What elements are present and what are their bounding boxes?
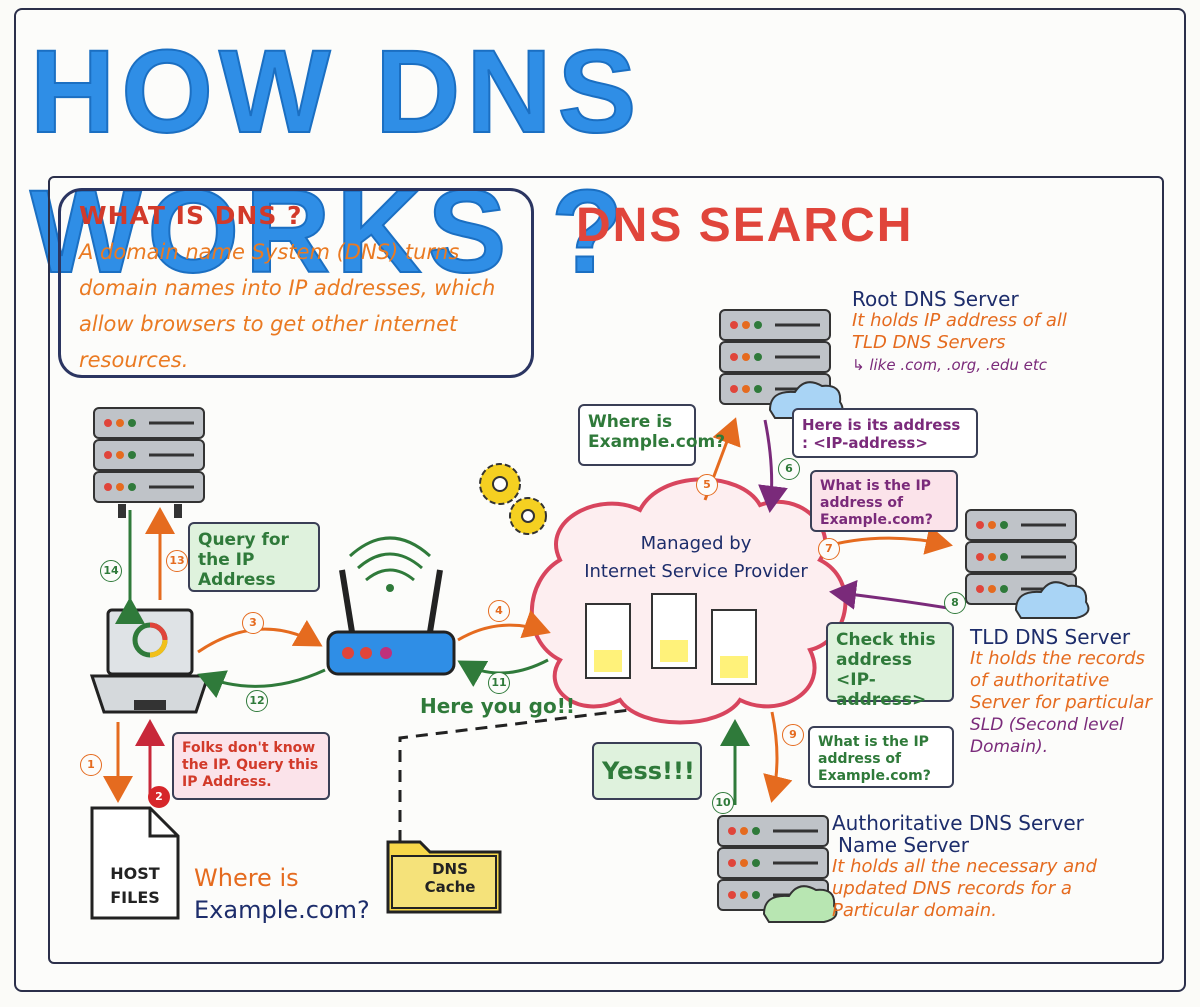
auth-server-label: Authoritative DNS Server Name Server It … (832, 812, 1132, 922)
laptop-icon (89, 608, 211, 714)
step-12: 12 (246, 690, 268, 712)
cloud-server-icons (585, 593, 757, 685)
dns-cache-folder-icon (386, 840, 502, 914)
query-ip-bubble: Query for the IP Address (188, 522, 320, 592)
root-server-label: Root DNS Server It holds IP address of a… (852, 288, 1102, 376)
step-9: 9 (782, 724, 804, 746)
what-is-dns-body: A domain name System (DNS) turns domain … (79, 240, 496, 372)
tld-server-sub: SLD (Second level Domain). (970, 715, 1124, 757)
step-7: 7 (818, 538, 840, 560)
dns-cache-line1: DNS (432, 860, 468, 878)
auth-server-desc: It holds all the necessary and updated D… (832, 856, 1097, 921)
diagram-frame (48, 176, 1164, 964)
gears-icon (479, 463, 547, 535)
tld-server-icon (964, 508, 1090, 619)
cache-dashed-link (398, 708, 631, 842)
host-files-line1: HOST (110, 864, 160, 883)
yess-bubble: Yess!!! (592, 742, 702, 800)
where-is-top-bubble: Where is Example.com? (578, 404, 725, 466)
root-server-desc: It holds IP address of all TLD DNS Serve… (852, 310, 1067, 353)
step-8: 8 (944, 592, 966, 614)
host-files-label: HOST FILES (92, 862, 178, 910)
here-address-bubble: Here is its address : <IP-address> (792, 408, 978, 458)
cloud-line1: Managed by (640, 533, 752, 554)
what-ip-auth-bubble: What is the IP address of Example.com? (808, 726, 954, 788)
cloud-label: Managed by Internet Service Provider (566, 530, 826, 586)
where-is-bottom-line2: Example.com? (194, 896, 370, 924)
step-1: 1 (80, 754, 102, 776)
what-is-dns-heading: WHAT IS DNS ? (79, 201, 303, 230)
step-3: 3 (242, 612, 264, 634)
authoritative-server-icon (716, 814, 838, 923)
step-2: 2 (148, 786, 170, 808)
router-icon (326, 536, 456, 676)
step-5: 5 (696, 474, 718, 496)
dns-cache-label: DNS Cache (410, 860, 490, 896)
host-files-line2: FILES (110, 888, 160, 907)
sheet-border (14, 8, 1186, 992)
step-14: 14 (100, 560, 122, 582)
root-server-name: Root DNS Server (852, 287, 1019, 311)
left-server-icon (92, 406, 206, 518)
dns-search-title: DNS SEARCH (576, 199, 914, 252)
step-11: 11 (488, 672, 510, 694)
step-6: 6 (778, 458, 800, 480)
root-server-icon (718, 308, 844, 419)
auth-server-name: Authoritative DNS Server (832, 811, 1084, 835)
check-address-bubble: Check this address <IP-address> (826, 622, 954, 710)
tld-server-name: TLD DNS Server (970, 625, 1131, 649)
host-file-icon (90, 806, 180, 920)
page-title: HOW DNS WORKS ? (29, 25, 643, 299)
here-you-go-label: Here you go!! (420, 694, 575, 718)
auth-server-name2: Name Server (838, 833, 969, 857)
tld-server-desc: It holds the records of authoritative Se… (970, 648, 1152, 713)
step-4: 4 (488, 600, 510, 622)
where-is-bottom-line1: Where is (194, 864, 299, 892)
folks-bubble: Folks don't know the IP. Query this IP A… (172, 732, 330, 800)
tld-server-label: TLD DNS Server It holds the records of a… (970, 626, 1160, 758)
step-13: 13 (166, 550, 188, 572)
where-is-bottom-label: Where is Example.com? (194, 862, 370, 926)
step-10: 10 (712, 792, 734, 814)
what-is-dns-box: WHAT IS DNS ? A domain name System (DNS)… (58, 188, 534, 378)
dns-cache-line2: Cache (424, 878, 476, 896)
root-server-sub: ↳ like .com, .org, .edu etc (852, 356, 1048, 374)
what-ip-tld-bubble: What is the IP address of Example.com? (810, 470, 958, 532)
cloud-line2: Internet Service Provider (584, 561, 808, 582)
